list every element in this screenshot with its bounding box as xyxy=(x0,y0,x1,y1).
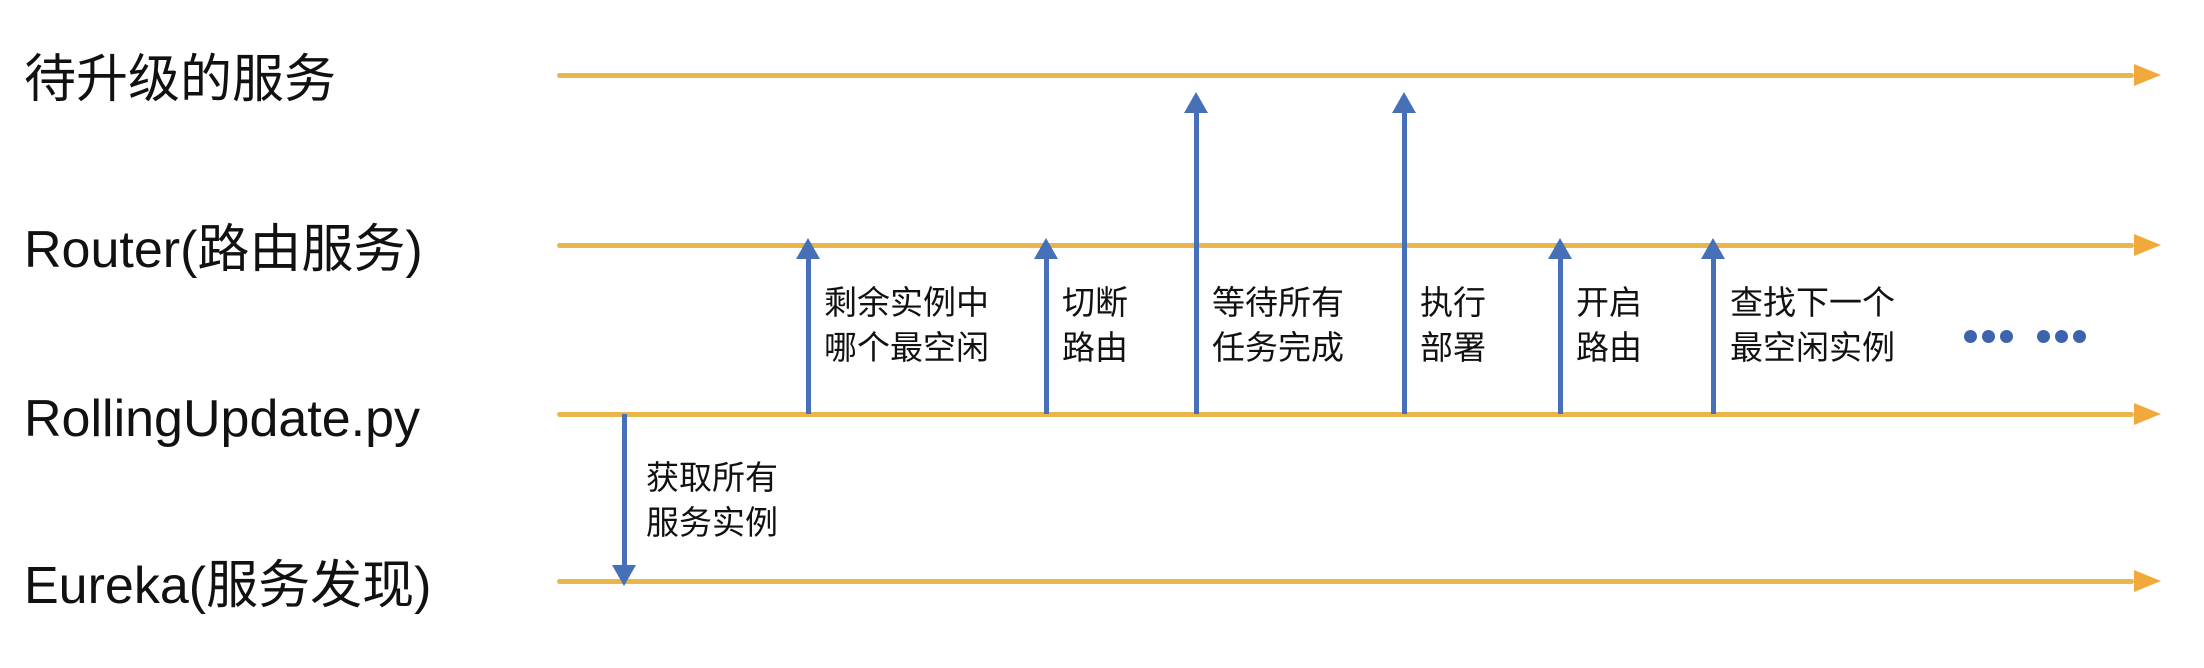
message-shaft-deploy xyxy=(1402,111,1407,414)
ellipsis-dot xyxy=(1982,330,1995,343)
ellipsis-dot xyxy=(2073,330,2086,343)
ellipsis-dots-group-2 xyxy=(2037,330,2086,343)
message-label-deploy: 执行 部署 xyxy=(1420,284,1486,366)
message-label-wait-all-tasks: 等待所有 任务完成 xyxy=(1212,284,1344,366)
ellipsis-dot xyxy=(2000,330,2013,343)
timeline-eureka xyxy=(557,579,2134,584)
timeline-rolling-update xyxy=(557,412,2134,417)
message-label-find-next-idle: 查找下一个 最空闲实例 xyxy=(1730,284,1895,366)
ellipsis-dot xyxy=(2037,330,2050,343)
timeline-arrowhead-service-to-upgrade xyxy=(2134,64,2161,86)
message-label-cut-route: 切断 路由 xyxy=(1062,284,1128,366)
message-arrowhead-get-all-instances xyxy=(612,565,636,586)
timeline-arrowhead-rolling-update xyxy=(2134,403,2161,425)
timeline-router xyxy=(557,243,2134,248)
message-shaft-open-route xyxy=(1558,257,1563,414)
message-label-which-most-idle: 剩余实例中 哪个最空闲 xyxy=(824,284,989,366)
message-label-open-route: 开启 路由 xyxy=(1576,284,1642,366)
message-label-get-all-instances: 获取所有 服务实例 xyxy=(646,459,778,541)
lifeline-label-rolling-update: RollingUpdate.py xyxy=(24,390,421,448)
message-shaft-find-next-idle xyxy=(1711,257,1716,414)
message-shaft-which-most-idle xyxy=(806,257,811,414)
message-arrowhead-cut-route xyxy=(1034,238,1058,259)
message-shaft-get-all-instances xyxy=(622,414,627,567)
message-arrowhead-open-route xyxy=(1548,238,1572,259)
message-arrowhead-find-next-idle xyxy=(1701,238,1725,259)
message-arrowhead-deploy xyxy=(1392,92,1416,113)
timeline-arrowhead-eureka xyxy=(2134,570,2161,592)
ellipsis-dot xyxy=(1964,330,1977,343)
ellipsis-dots-group-1 xyxy=(1964,330,2013,343)
ellipsis-dot xyxy=(2055,330,2068,343)
message-shaft-cut-route xyxy=(1044,257,1049,414)
lifeline-label-service-to-upgrade: 待升级的服务 xyxy=(24,51,337,109)
message-arrowhead-which-most-idle xyxy=(796,238,820,259)
message-arrowhead-wait-all-tasks xyxy=(1184,92,1208,113)
lifeline-label-eureka: Eureka(服务发现) xyxy=(24,557,432,615)
lifeline-label-router: Router(路由服务) xyxy=(24,221,423,279)
timeline-service-to-upgrade xyxy=(557,73,2134,78)
timeline-arrowhead-router xyxy=(2134,234,2161,256)
message-shaft-wait-all-tasks xyxy=(1194,111,1199,414)
